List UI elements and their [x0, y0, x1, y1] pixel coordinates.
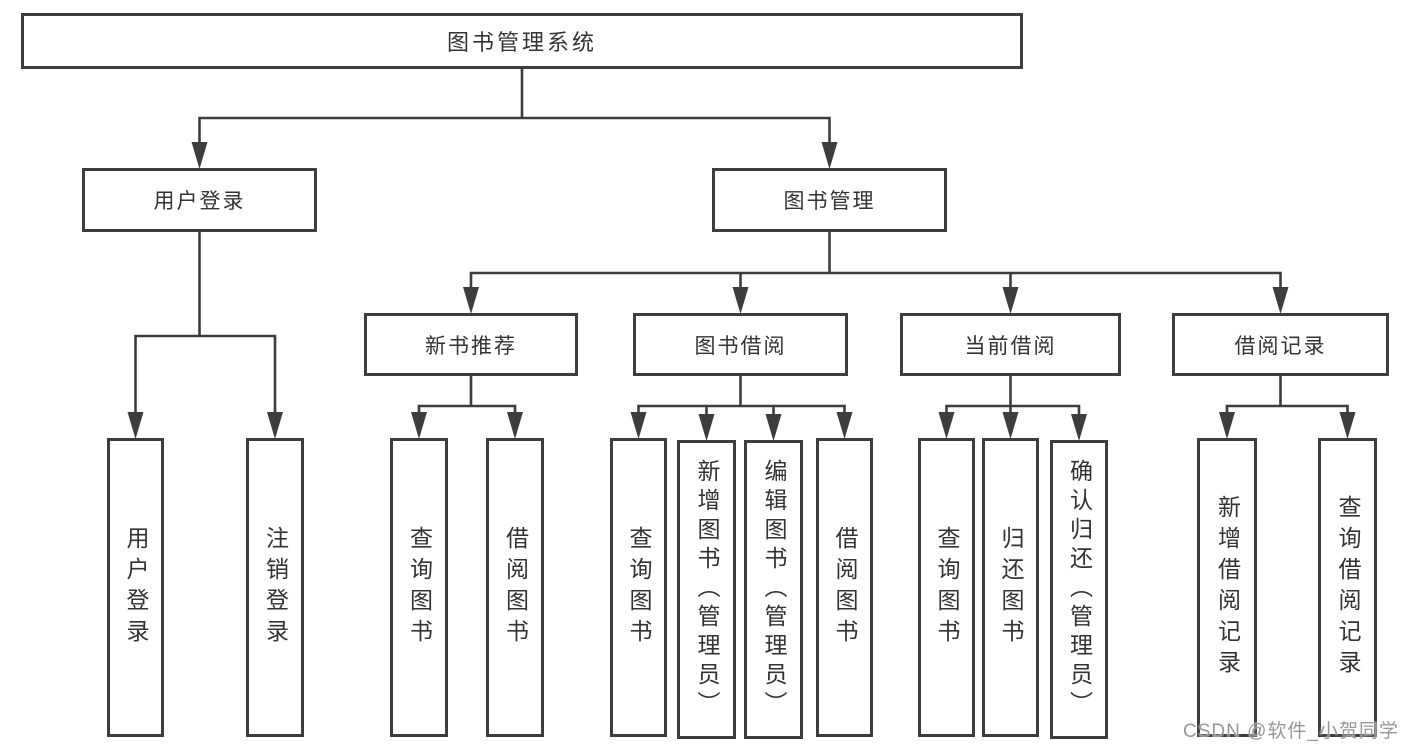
node-label: 查询借阅记录: [1335, 494, 1361, 681]
node-nbr-borrow-book: 借阅图书: [486, 438, 544, 737]
node-user-login-action: 用户登录: [107, 438, 164, 737]
arrowhead: [507, 412, 523, 439]
arrowhead: [836, 412, 853, 439]
node-cb-return-book: 归还图书: [982, 438, 1039, 737]
node-book-borrow: 图书借阅: [633, 313, 848, 376]
node-borrow-records: 借阅记录: [1172, 313, 1389, 376]
node-label: 借阅记录: [1234, 334, 1327, 358]
edge-curborrow-to-children: [945, 374, 1081, 417]
edge-bookborrow-to-children: [637, 374, 846, 417]
node-bb-add-book-admin: 新增图书（管理员）: [677, 440, 736, 739]
node-label: 注销登录: [262, 525, 289, 650]
csdn-watermark: CSDN @软件_小贺同学: [1183, 721, 1399, 742]
node-label: 新书推荐: [425, 334, 517, 358]
node-label: 当前借阅: [964, 334, 1057, 358]
node-label: 图书管理系统: [446, 30, 597, 55]
arrowhead: [411, 412, 427, 439]
node-label: 新增图书（管理员）: [694, 459, 720, 720]
node-label: 图书管理: [783, 190, 876, 213]
arrowhead: [127, 412, 144, 439]
arrowhead: [1272, 287, 1289, 314]
arrowhead: [463, 287, 479, 314]
edge-newbook-to-children: [417, 374, 517, 415]
arrowhead: [1071, 414, 1087, 441]
node-label: 确认归还（管理员）: [1066, 459, 1093, 720]
node-label: 借阅图书: [832, 525, 858, 650]
arrowhead: [191, 142, 208, 169]
edge-borrowrec-to-children: [1225, 374, 1349, 415]
node-library-management-system: 图书管理系统: [21, 13, 1023, 69]
node-label: 查询图书: [626, 525, 652, 650]
arrowhead: [1002, 412, 1019, 439]
node-label: 查询图书: [406, 525, 433, 650]
arrowhead: [1002, 287, 1019, 314]
node-label: 图书借阅: [694, 334, 787, 358]
node-bb-edit-book-admin: 编辑图书（管理员）: [744, 440, 803, 739]
node-book-management: 图书管理: [712, 168, 947, 232]
arrowhead: [630, 412, 647, 439]
node-label: 用户登录: [123, 525, 149, 650]
node-bb-borrow-book: 借阅图书: [816, 438, 873, 737]
node-logout-action: 注销登录: [246, 438, 304, 737]
edge-userlogin-to-children: [134, 230, 277, 415]
arrowhead: [765, 414, 782, 441]
node-cb-query-book: 查询图书: [918, 438, 975, 737]
arrowhead: [267, 412, 283, 439]
arrowhead: [938, 412, 955, 439]
arrowhead: [821, 142, 838, 169]
node-label: 查询图书: [934, 525, 960, 650]
node-nbr-query-book: 查询图书: [390, 438, 448, 737]
arrowhead: [732, 287, 749, 314]
edge-root-to-level2: [198, 67, 831, 146]
arrowhead: [1219, 412, 1235, 439]
node-label: 新增借阅记录: [1214, 494, 1241, 681]
arrowhead: [698, 414, 715, 441]
edge-bookmgmt-to-level3: [469, 230, 1282, 292]
node-new-book-recommend: 新书推荐: [364, 313, 578, 376]
node-label: 编辑图书（管理员）: [761, 459, 787, 720]
node-br-add-record: 新增借阅记录: [1197, 438, 1257, 737]
node-label: 用户登录: [153, 190, 246, 213]
node-current-borrow: 当前借阅: [900, 313, 1121, 376]
node-user-login: 用户登录: [82, 168, 317, 232]
arrowhead: [1339, 412, 1356, 439]
node-cb-confirm-return-admin: 确认归还（管理员）: [1050, 440, 1108, 739]
node-label: 归还图书: [998, 525, 1024, 650]
node-label: 借阅图书: [502, 525, 529, 650]
node-bb-query-book: 查询图书: [610, 438, 667, 737]
node-br-query-record: 查询借阅记录: [1318, 438, 1377, 737]
